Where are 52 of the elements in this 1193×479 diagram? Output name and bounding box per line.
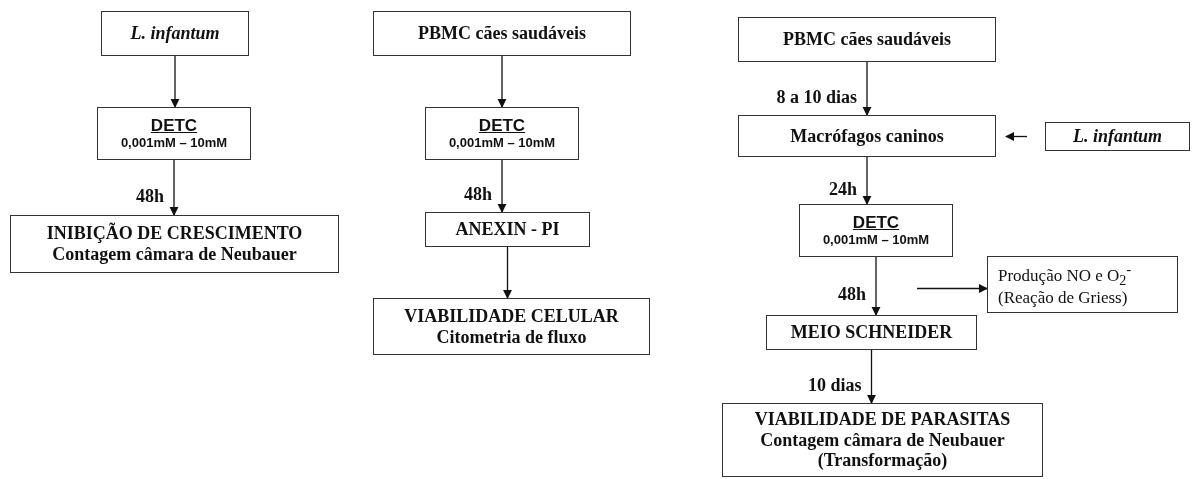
box-text: Citometria de fluxo [436, 326, 587, 348]
edge-label: 48h [136, 185, 164, 206]
arrow [866, 349, 877, 404]
edge-label: 48h [838, 283, 866, 305]
box-text: L. infantum [1073, 126, 1162, 147]
box-text: Contagem câmara de Neubauer [760, 429, 1005, 451]
arrow [497, 159, 507, 213]
box-text: L. infantum [130, 23, 220, 44]
box-text: MEIO SCHNEIDER [790, 322, 953, 343]
arrow [862, 61, 872, 116]
box-text: VIABILIDADE CELULAR [404, 305, 619, 327]
box-text: 0,001mM – 10mM [822, 232, 930, 248]
process-box [766, 315, 977, 350]
process-box [97, 107, 251, 160]
process-box [799, 204, 953, 257]
process-box [987, 256, 1178, 313]
process-box [738, 115, 996, 157]
box-text: Contagem câmara de Neubauer [52, 244, 297, 265]
box-text: VIABILIDADE DE PARASITAS [754, 408, 1011, 430]
edge-label: 48h [464, 183, 492, 205]
process-box [722, 403, 1043, 477]
box-text: (Reação de Griess) [997, 288, 1128, 308]
process-box [425, 212, 590, 247]
process-box [101, 11, 249, 56]
arrow [862, 156, 872, 205]
arrow [916, 283, 988, 294]
box-text: 0,001mM – 10mM [448, 135, 556, 151]
process-box [373, 298, 650, 355]
box-text: DETC [852, 213, 900, 233]
box-text: ANEXIN - PI [455, 219, 560, 240]
arrow [169, 159, 179, 216]
box-text: PBMC cães saudáveis [783, 29, 951, 50]
process-box [373, 11, 631, 56]
process-box [425, 107, 579, 160]
edge-label: 10 dias [807, 374, 862, 395]
box-text: PBMC cães saudáveis [418, 23, 586, 44]
process-box [1045, 122, 1190, 151]
box-text: (Transformação) [817, 450, 948, 472]
arrow [497, 55, 507, 108]
box-text: Macrófagos caninos [790, 125, 944, 147]
arrow [502, 246, 513, 299]
edge-label: 8 a 10 dias [776, 86, 857, 107]
box-text: 0,001mM – 10mM [120, 135, 228, 151]
box-text: INIBIÇÃO DE CRESCIMENTO [46, 223, 303, 244]
box-text: DETC [478, 116, 526, 136]
edge-label: 24h [829, 178, 857, 199]
box-text: DETC [150, 116, 198, 136]
arrow [170, 55, 180, 108]
process-box [738, 17, 996, 62]
arrow [871, 256, 881, 316]
arrow [1005, 131, 1028, 142]
process-box [10, 215, 339, 273]
